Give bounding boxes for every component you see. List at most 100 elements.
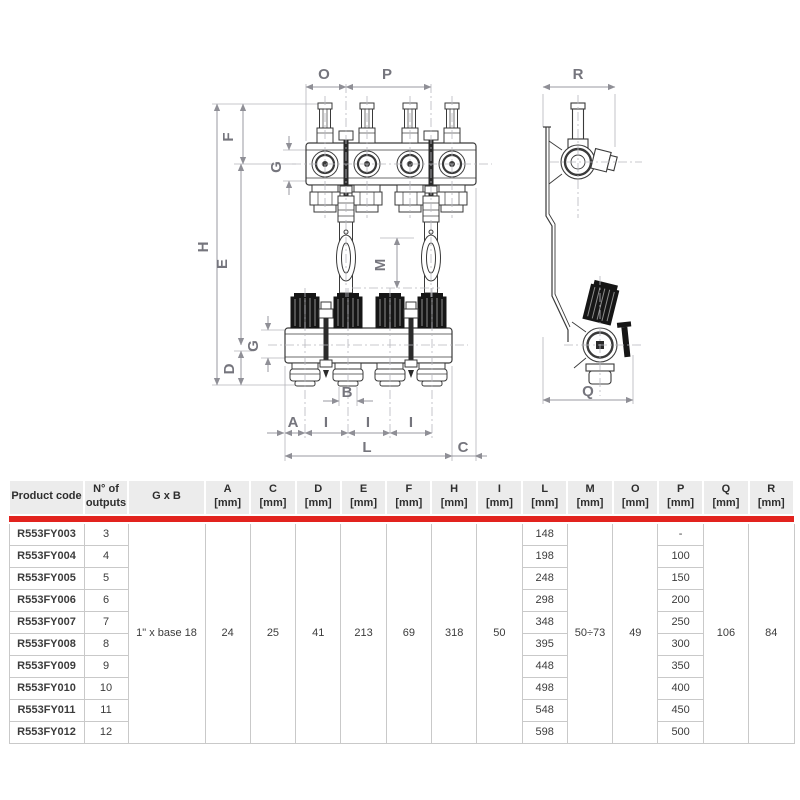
dim-l-value-cell: 348 [521,611,568,634]
outputs-cell: 3 [83,522,129,546]
side-top-section [548,102,618,185]
front-view [284,102,477,387]
dim-label-i3: I [409,414,413,431]
product-code-cell: R553FY009 [8,655,85,678]
dim-label-p: P [382,66,392,83]
header-dim-c: C[mm] [249,479,297,516]
dim-l-value-cell: 448 [521,655,568,678]
outputs-cell: 11 [83,699,129,722]
dim-p-value-cell: 300 [657,633,704,656]
outputs-cell: 6 [83,589,129,612]
dim-l-value-cell: 498 [521,677,568,700]
header-dim-p: P[mm] [656,479,705,516]
dim-p-value-cell: 450 [657,699,704,722]
dim-l-value-cell: 298 [521,589,568,612]
dim-label-g-bottom: G [245,340,262,352]
dim-p-value-cell: 100 [657,545,704,568]
dim-i-value-cell: 50 [476,522,523,743]
dim-d-value-cell: 41 [295,522,342,743]
dim-p-value-cell: 500 [657,721,704,744]
technical-drawing: O P R F G H E M G D B A I I I L C Q [195,66,644,461]
dim-c-value-cell: 25 [249,522,297,743]
dim-p-value-cell: 400 [657,677,704,700]
product-code-cell: R553FY012 [8,721,85,744]
dim-r-value-cell: 84 [748,522,795,743]
dim-label-r: R [573,66,584,83]
dim-o-value-cell: 49 [612,522,659,743]
dim-label-o: O [318,66,330,83]
dim-p-value-cell: 200 [657,589,704,612]
table-row: R553FY008 8 395 300 [8,633,794,656]
product-code-cell: R553FY011 [8,699,85,722]
table-row: R553FY006 6 298 200 [8,589,794,612]
dim-l-value-cell: 148 [521,522,568,546]
header-dim-h: H[mm] [430,479,478,516]
dim-h-value-cell: 318 [430,522,478,743]
dim-e-value-cell: 213 [340,522,387,743]
outputs-cell: 9 [83,655,129,678]
gxb-value-cell: 1" x base 18 [127,522,206,743]
mounting-bracket [543,126,571,342]
dim-label-i1: I [324,414,328,431]
product-code-cell: R553FY008 [8,633,85,656]
product-code-cell: R553FY006 [8,589,85,612]
header-dim-r: R[mm] [747,479,796,516]
outputs-cell: 10 [83,677,129,700]
dim-p-value-cell: 150 [657,567,704,590]
header-dim-i: I[mm] [475,479,524,516]
header-dim-q: Q[mm] [702,479,750,516]
header-dim-d: D[mm] [294,479,342,516]
dim-l-value-cell: 395 [521,633,568,656]
product-code-cell: R553FY010 [8,677,85,700]
header-product-code: Product code [8,479,85,516]
outputs-cell: 7 [83,611,129,634]
dim-p-value-cell: 350 [657,655,704,678]
header-gxb: G x B [127,479,206,516]
header-dim-o: O[mm] [611,479,659,516]
dim-label-m: M [372,259,389,272]
header-dim-e: E[mm] [339,479,388,516]
dim-label-f: F [220,132,237,141]
drain-lever [616,321,632,358]
dim-a-value-cell: 24 [204,522,251,743]
table-row: R553FY011 11 548 450 [8,699,794,722]
dim-l-value-cell: 198 [521,545,568,568]
header-dim-m: M[mm] [566,479,614,516]
side-bottom-section [571,279,632,385]
product-code-cell: R553FY003 [8,522,85,546]
centerlines [268,84,644,440]
side-view [543,102,632,385]
header-dim-l: L[mm] [521,479,569,516]
table-row: R553FY004 4 198 100 [8,545,794,568]
dim-l-value-cell: 598 [521,721,568,744]
table-row: R553FY007 7 348 250 [8,611,794,634]
table-row: R553FY012 12 598 500 [8,721,794,744]
dim-label-h: H [195,242,212,253]
dim-f-value-cell: 69 [385,522,432,743]
dim-label-a: A [288,414,299,431]
header-dim-a: A[mm] [203,479,252,516]
outputs-cell: 5 [83,567,129,590]
table-row: R553FY003 3 1" x base 18 24 25 41 213 69… [8,522,795,743]
table-row: R553FY009 9 448 350 [8,655,794,678]
dim-label-q: Q [582,383,594,400]
outputs-cell: 8 [83,633,129,656]
dim-l-value-cell: 248 [521,567,568,590]
dim-label-d: D [221,363,238,374]
table-body: R553FY003 3 1" x base 18 24 25 41 213 69… [8,514,795,744]
dim-label-l: L [362,439,371,456]
product-code-cell: R553FY004 [8,545,85,568]
table-row: R553FY010 10 498 400 [8,677,794,700]
dim-label-c: C [458,439,469,456]
dim-label-g-top: G [268,161,285,173]
dim-l-value-cell: 548 [521,699,568,722]
product-code-cell: R553FY005 [8,567,85,590]
bottom-manifold-bar [284,327,453,364]
dim-p-value-cell: 250 [657,611,704,634]
dim-p-value-cell: - [657,522,704,546]
dimension-labels: O P R F G H E M G D B A I I I L C Q [195,66,594,456]
table-row: R553FY005 5 248 150 [8,567,794,590]
dimension-lines [213,83,634,460]
